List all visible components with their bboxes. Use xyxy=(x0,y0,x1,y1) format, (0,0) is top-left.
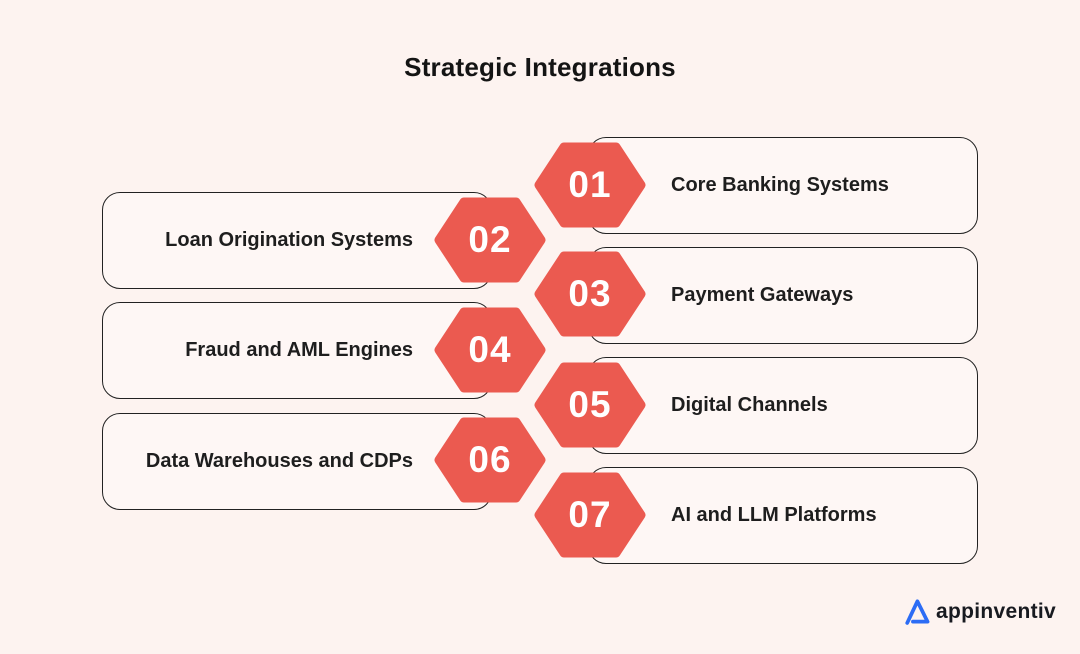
item-label: Data Warehouses and CDPs xyxy=(145,450,413,472)
hexagon-badge-01: 01 xyxy=(534,142,646,228)
item-label: Fraud and AML Engines xyxy=(185,339,413,361)
item-label: Loan Origination Systems xyxy=(165,229,413,251)
item-box-payment-gateways: Payment Gateways xyxy=(588,247,978,344)
item-box-core-banking-systems: Core Banking Systems xyxy=(588,137,978,234)
hexagon-icon xyxy=(534,251,646,337)
brand-logo-text: appinventiv xyxy=(936,599,1056,623)
hexagon-number: 02 xyxy=(468,219,512,260)
item-label: Core Banking Systems xyxy=(671,174,889,196)
brand-logo: appinventiv xyxy=(904,596,1056,627)
hexagon-icon xyxy=(434,307,546,393)
hexagon-icon xyxy=(534,142,646,228)
hexagon-icon xyxy=(534,362,646,448)
hexagon-badge-03: 03 xyxy=(534,251,646,337)
hexagon-badge-02: 02 xyxy=(434,197,546,283)
hexagon-badge-07: 07 xyxy=(534,472,646,558)
item-label: AI and LLM Platforms xyxy=(671,504,877,526)
hexagon-number: 05 xyxy=(568,384,612,425)
hexagon-number: 01 xyxy=(568,164,612,205)
hexagon-number: 03 xyxy=(568,273,612,314)
hexagon-badge-06: 06 xyxy=(434,417,546,503)
item-label: Digital Channels xyxy=(671,394,828,416)
hexagon-icon xyxy=(534,472,646,558)
item-label: Payment Gateways xyxy=(671,284,854,306)
item-box-data-warehouses-and-cdps: Data Warehouses and CDPs xyxy=(102,413,492,510)
appinventiv-triangle-icon xyxy=(905,599,930,625)
hexagon-badge-05: 05 xyxy=(534,362,646,448)
hexagon-number: 06 xyxy=(468,439,512,480)
item-box-fraud-and-aml-engines: Fraud and AML Engines xyxy=(102,302,492,399)
hexagon-number: 04 xyxy=(468,329,512,370)
item-box-ai-and-llm-platforms: AI and LLM Platforms xyxy=(588,467,978,564)
hexagon-icon xyxy=(434,417,546,503)
hexagon-number: 07 xyxy=(568,494,612,535)
item-box-digital-channels: Digital Channels xyxy=(588,357,978,454)
hexagon-badge-04: 04 xyxy=(434,307,546,393)
hexagon-icon xyxy=(434,197,546,283)
page-title: Strategic Integrations xyxy=(404,52,676,82)
item-box-loan-origination-systems: Loan Origination Systems xyxy=(102,192,492,289)
